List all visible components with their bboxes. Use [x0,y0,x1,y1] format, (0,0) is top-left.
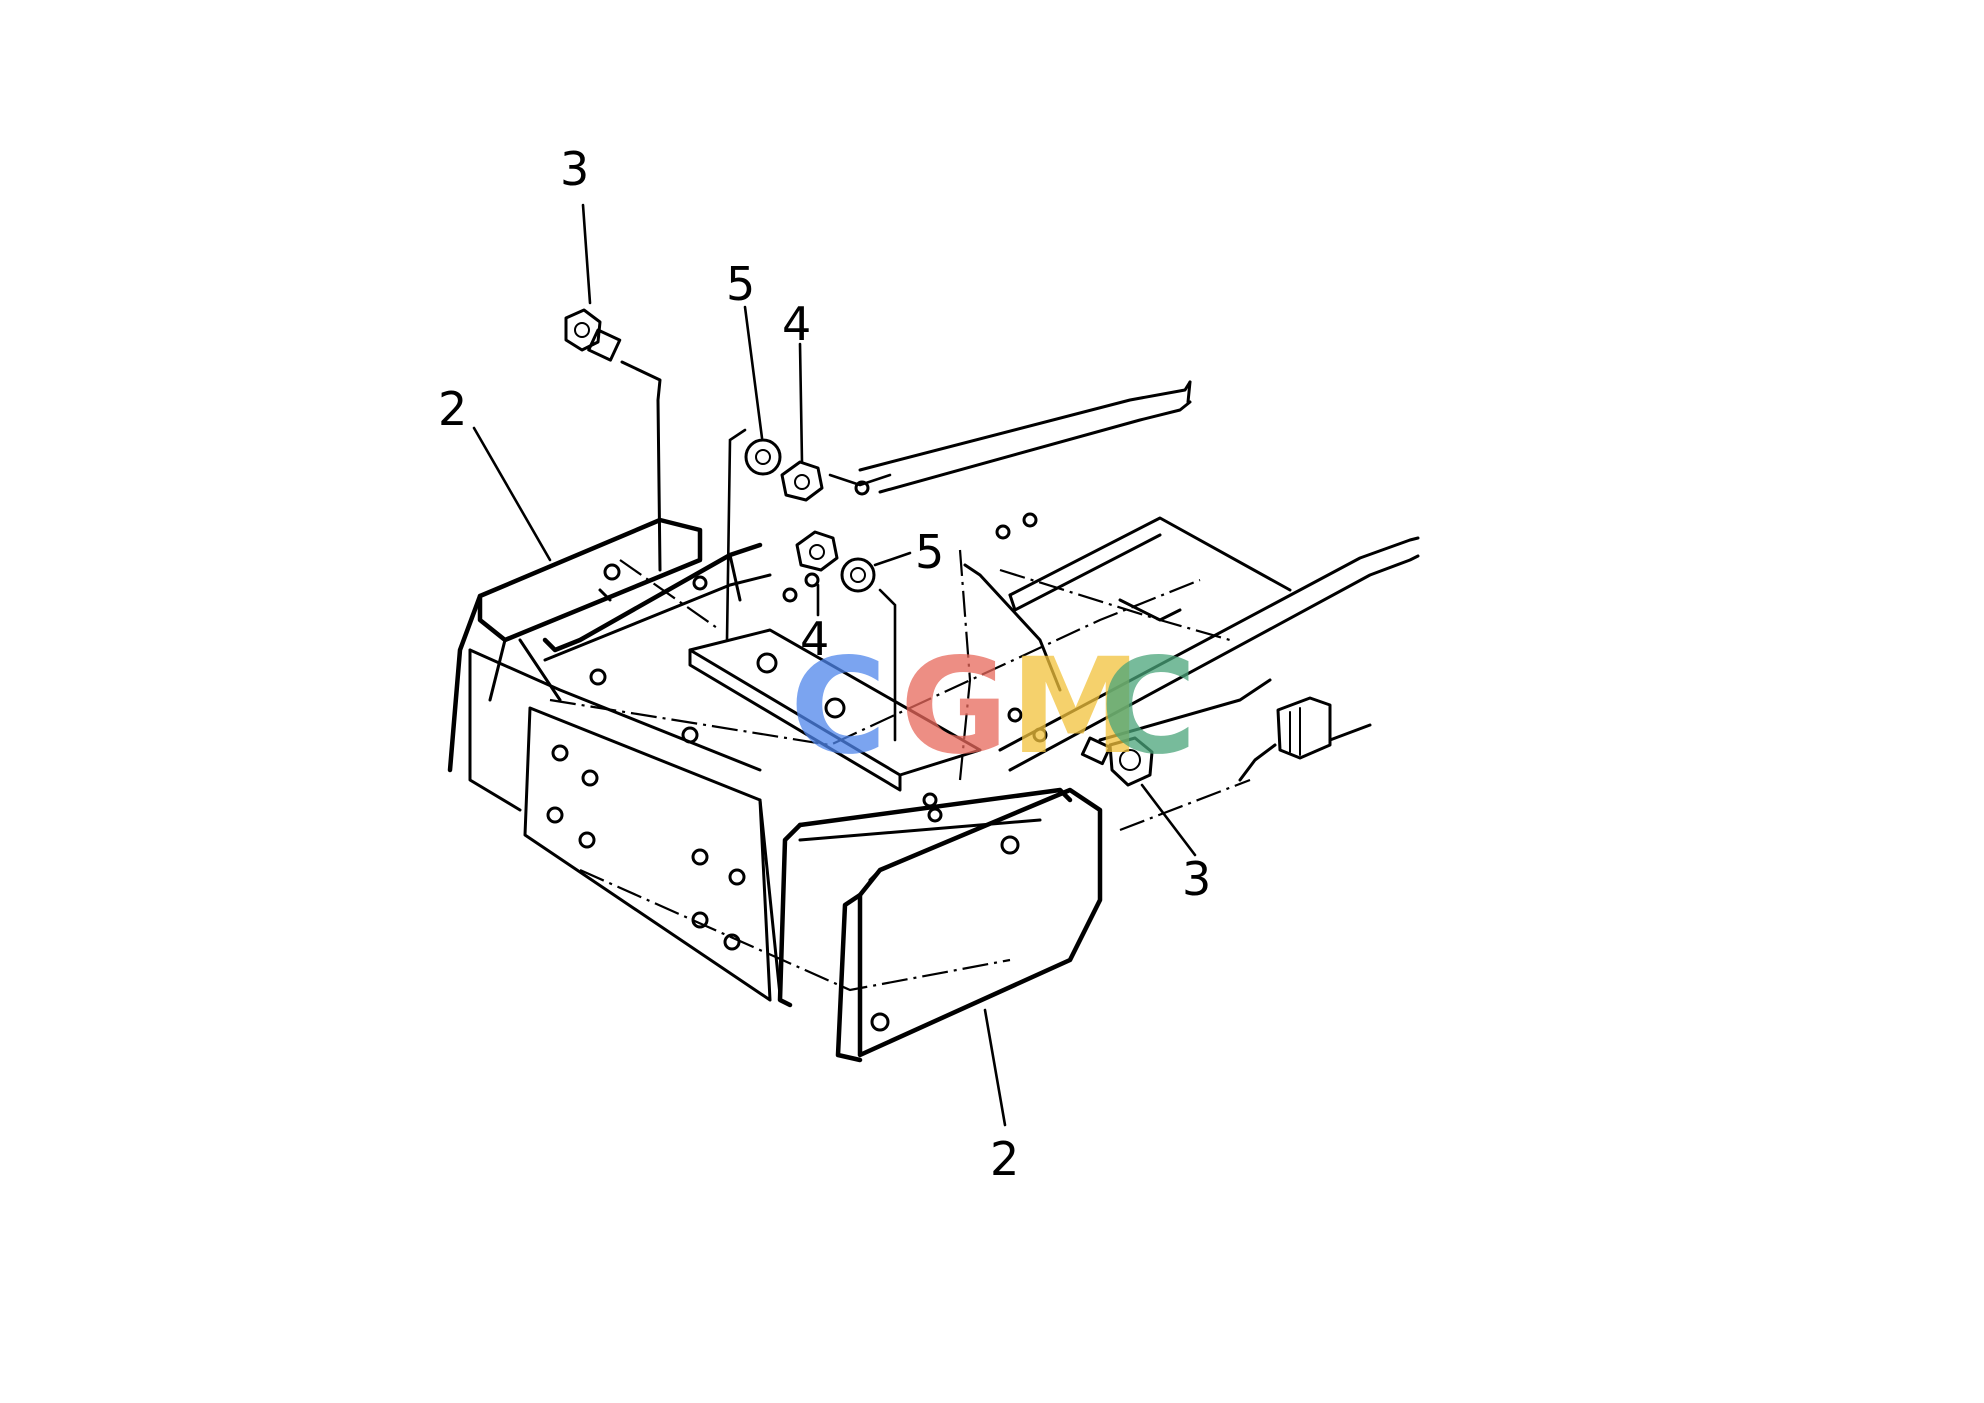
watermark-letter-1: C [790,630,887,784]
bracket-block [1238,696,1372,782]
callout-3-right: 3 [1182,852,1211,906]
hardware-leader-lines [725,428,897,742]
watermark-letter-3: M [1010,630,1141,784]
callout-2-left: 2 [438,382,467,436]
callout-2-bottom: 2 [990,1132,1019,1186]
callout-3-top: 3 [560,142,589,196]
centerlines [549,549,1251,992]
washer-mid [840,557,876,593]
bolt-top-left [564,308,662,572]
end-plate-left [447,517,703,812]
washer-top [744,438,782,476]
callout-5-top: 5 [726,257,755,311]
watermark-letter-2: G [900,630,1008,784]
callout-4-top: 4 [782,297,811,351]
frame-rail-rear [858,380,1192,494]
callout-leaders [472,203,1197,1127]
callout-4-mid: 4 [800,612,829,666]
frame-body-left [468,542,782,1002]
callout-numbers: 3 2 5 4 5 4 3 2 [438,142,1211,1186]
watermark-letter-4: C [1100,630,1197,784]
callout-5-mid: 5 [915,525,944,579]
frame-rail-front [998,536,1420,772]
center-plate [688,628,982,792]
bolt-right [1080,736,1154,787]
watermark: C G M C [790,630,1197,784]
end-plate-right [777,787,1103,1063]
nut-top [780,460,824,502]
nut-mid [795,530,839,572]
